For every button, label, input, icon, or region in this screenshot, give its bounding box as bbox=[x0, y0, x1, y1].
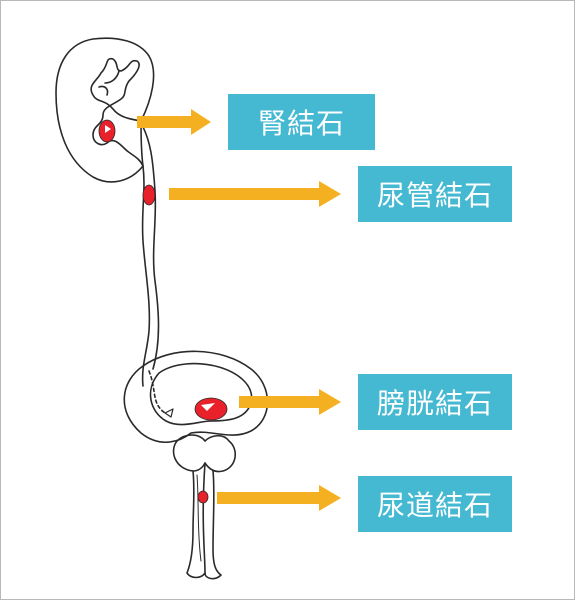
bladder-outer bbox=[123, 350, 269, 443]
ureter-stone-mark bbox=[142, 184, 156, 206]
ureter-line-left bbox=[141, 165, 151, 387]
stones bbox=[98, 119, 228, 504]
arrow-ureter bbox=[169, 181, 341, 207]
urethra-stone-mark bbox=[197, 490, 209, 504]
label-bladder-stone: 膀胱結石 bbox=[358, 374, 512, 430]
urethra-right bbox=[204, 470, 222, 580]
arrow-urethra bbox=[217, 485, 341, 511]
label-ureter-stone: 尿管結石 bbox=[358, 166, 512, 222]
renal-pelvis bbox=[90, 57, 144, 167]
label-urethra-stone: 尿道結石 bbox=[358, 476, 512, 532]
bladder-stone-mark bbox=[194, 397, 228, 421]
ureter-line-right bbox=[140, 122, 160, 370]
bladder-inner bbox=[149, 362, 253, 426]
arrows bbox=[137, 109, 341, 511]
arrow-bladder bbox=[239, 389, 341, 415]
urethra-left bbox=[186, 462, 206, 579]
label-kidney-stone: 腎結石 bbox=[228, 94, 375, 150]
ureter-entry-dotted bbox=[148, 370, 166, 414]
arrow-kidney bbox=[137, 109, 211, 135]
stone-highlights bbox=[105, 125, 215, 411]
